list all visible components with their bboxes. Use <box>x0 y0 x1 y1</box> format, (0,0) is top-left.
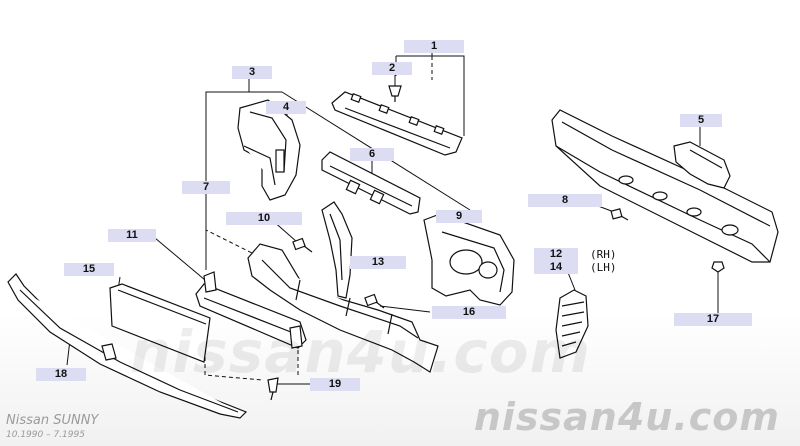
callout-2: 2 <box>372 62 412 75</box>
beam-bolt <box>610 208 629 221</box>
vehicle-years: 10.1990 – 7.1995 <box>6 430 85 440</box>
callout-12: 12 <box>534 248 578 261</box>
callout-9: 9 <box>436 210 482 223</box>
reinforcement-beam <box>551 109 779 263</box>
beam-bracket <box>673 141 731 189</box>
callout-10: 10 <box>226 212 302 225</box>
upper-support-part <box>331 91 463 156</box>
callout-8: 8 <box>528 194 602 207</box>
bolt-part <box>292 237 313 253</box>
vehicle-model: Nissan SUNNY <box>6 413 99 428</box>
callout-1: 1 <box>404 40 464 53</box>
side-seal-part <box>555 289 589 359</box>
callout-18: 18 <box>36 368 86 381</box>
beam-nut <box>711 261 725 273</box>
rh-tag: (RH) <box>590 248 617 261</box>
callout-3: 3 <box>232 66 272 79</box>
side-support-right <box>423 213 515 306</box>
clip-part <box>388 85 402 102</box>
clip-part-2 <box>267 377 279 401</box>
callout-19: 19 <box>310 378 360 391</box>
plate-part <box>109 283 211 363</box>
hood-lock-support-left <box>237 99 301 201</box>
callout-15: 15 <box>64 263 114 276</box>
bolt-part-2 <box>364 293 385 309</box>
callout-14: 14 <box>534 261 578 274</box>
callout-11: 11 <box>108 229 156 242</box>
callout-7: 7 <box>182 181 230 194</box>
callout-6: 6 <box>350 148 394 161</box>
watermark-center: nissan4u.com <box>130 318 591 386</box>
front-lip-part <box>7 273 248 419</box>
callout-16: 16 <box>432 306 506 319</box>
callout-17: 17 <box>674 313 752 326</box>
callout-5: 5 <box>680 114 722 127</box>
stay-part <box>321 201 353 299</box>
lh-tag: (LH) <box>590 261 617 274</box>
callout-4: 4 <box>266 101 306 114</box>
lower-core-part <box>247 243 439 373</box>
cross-bracket-part <box>321 151 421 215</box>
watermark-corner: nissan4u.com <box>473 395 780 439</box>
lower-bracket-part <box>195 271 307 349</box>
callout-13: 13 <box>350 256 406 269</box>
